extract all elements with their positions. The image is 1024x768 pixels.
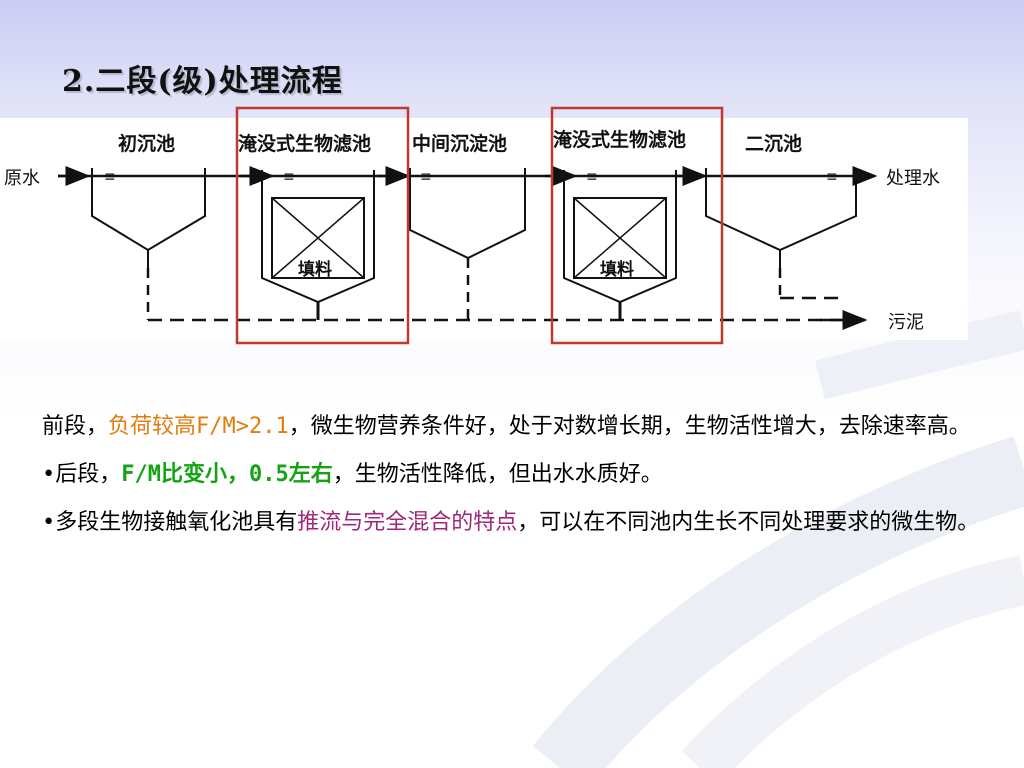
process-diagram: ≡ ≡ ≡ ≡ ≡ 初沉池 淹没式生物滤池 中间沉淀池 淹没式生物滤池 二沉 bbox=[0, 118, 968, 340]
p1-suffix: ，微生物营养条件好，处于对数增长期，生物活性增大，去除速率高。 bbox=[288, 414, 971, 439]
p2-highlight: F/M比变小，0.5左右 bbox=[121, 462, 333, 487]
paragraph-back-stage: •后段，F/M比变小，0.5左右，生物活性降低，但出水水质好。 bbox=[42, 456, 992, 494]
p3-bullet: • bbox=[42, 510, 56, 535]
label-intermediate-tank: 中间沉淀池 bbox=[412, 132, 507, 155]
water-level-icon-4: ≡ bbox=[586, 169, 598, 185]
body-text: 前段，负荷较高F/M>2.1，微生物营养条件好，处于对数增长期，生物活性增大，去… bbox=[42, 408, 992, 552]
p2-suffix: ，生物活性降低，但出水水质好。 bbox=[332, 462, 663, 487]
p3-suffix: ，可以在不同池内生长不同处理要求的微生物。 bbox=[517, 510, 980, 535]
label-packing-2: 填料 bbox=[600, 259, 634, 280]
process-flow-svg: ≡ ≡ ≡ ≡ ≡ 初沉池 淹没式生物滤池 中间沉淀池 淹没式生物滤池 二沉 bbox=[4, 128, 940, 333]
label-raw-water: 原水 bbox=[4, 168, 40, 189]
p3-prefix: 多段生物接触氧化池具有 bbox=[55, 510, 298, 535]
water-level-icon-5: ≡ bbox=[826, 169, 838, 185]
label-initial-tank: 初沉池 bbox=[118, 132, 175, 155]
p1-highlight: 负荷较高F/M>2.1 bbox=[108, 414, 289, 439]
label-filter-1: 淹没式生物滤池 bbox=[238, 132, 371, 155]
p2-prefix: 后段， bbox=[55, 462, 122, 487]
water-level-icon-2: ≡ bbox=[283, 169, 295, 185]
p1-prefix: 前段， bbox=[42, 414, 109, 439]
p2-bullet: • bbox=[42, 462, 56, 487]
slide-title: 2.二段(级)处理流程 bbox=[62, 64, 343, 99]
paragraph-front-stage: 前段，负荷较高F/M>2.1，微生物营养条件好，处于对数增长期，生物活性增大，去… bbox=[42, 408, 992, 446]
paragraph-multistage: •多段生物接触氧化池具有推流与完全混合的特点，可以在不同池内生长不同处理要求的微… bbox=[42, 504, 992, 542]
label-filter-2: 淹没式生物滤池 bbox=[553, 128, 686, 151]
label-secondary-tank: 二沉池 bbox=[745, 132, 802, 155]
water-level-icon-1: ≡ bbox=[104, 169, 116, 185]
p3-highlight: 推流与完全混合的特点 bbox=[297, 510, 518, 535]
label-treated-water: 处理水 bbox=[886, 168, 940, 189]
water-level-icon-3: ≡ bbox=[420, 169, 432, 185]
label-packing-1: 填料 bbox=[298, 259, 332, 280]
label-sludge: 污泥 bbox=[888, 312, 924, 333]
